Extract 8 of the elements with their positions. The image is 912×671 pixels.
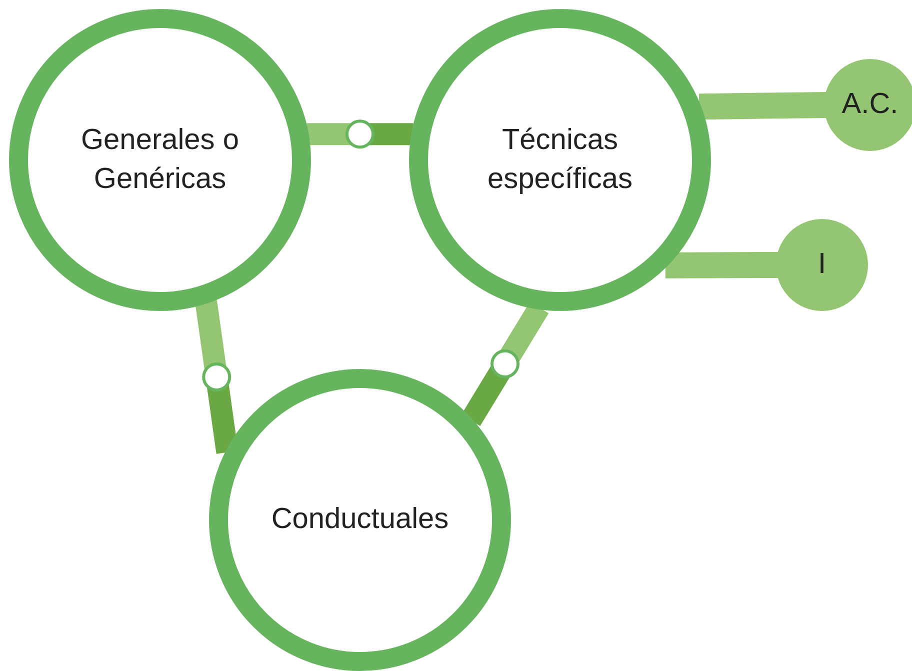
node-label: I bbox=[818, 247, 826, 282]
connector bbox=[665, 252, 778, 278]
connector bbox=[698, 92, 826, 120]
node-label: Técnicas específicas bbox=[486, 122, 634, 197]
node-label: Generales o Genéricas bbox=[80, 122, 240, 197]
node-label: A.C. bbox=[842, 87, 898, 122]
connector bbox=[195, 300, 238, 454]
node-label: Conductuales bbox=[271, 502, 449, 538]
